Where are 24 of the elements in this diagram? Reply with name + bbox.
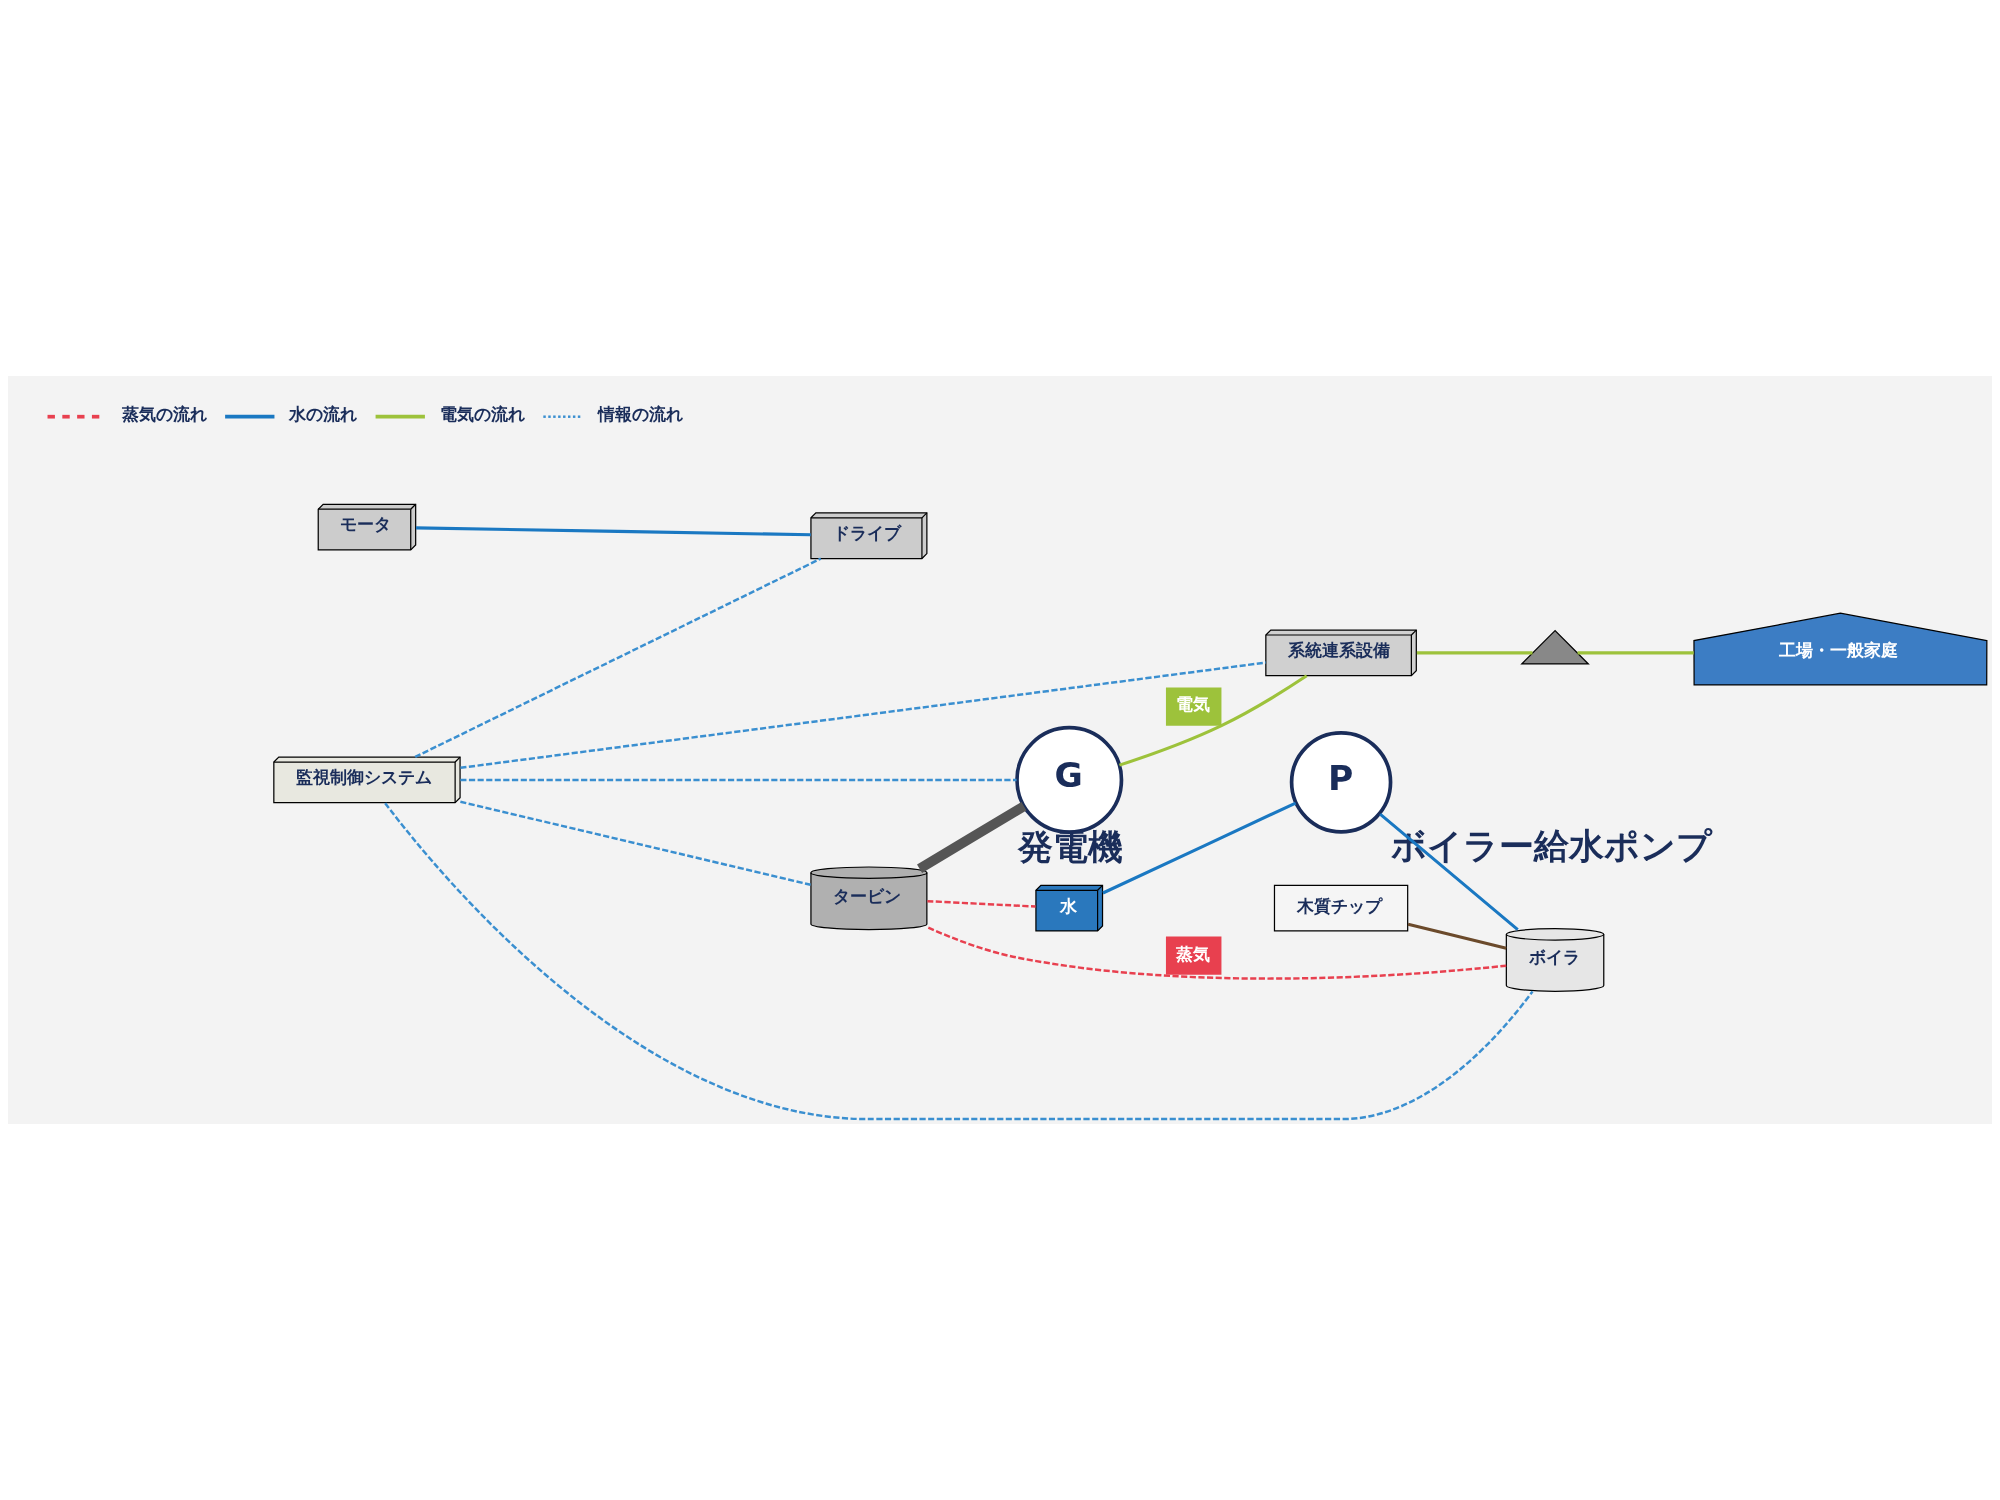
connector — [416, 526, 811, 537]
connector — [384, 802, 1534, 1121]
legend-label: 電気の流れ — [439, 404, 525, 425]
connector — [1102, 801, 1297, 895]
legend-label: 水の流れ — [289, 404, 358, 425]
connector — [1407, 922, 1507, 950]
legend-label: 情報の流れ — [597, 404, 683, 425]
node-circle: P — [1289, 731, 1393, 834]
edge-label: 蒸気 — [1176, 943, 1211, 964]
connector — [460, 800, 811, 886]
connector — [460, 661, 1266, 770]
connector — [1416, 651, 1533, 655]
edge-label: 電気 — [1176, 694, 1211, 715]
node-picture — [1520, 629, 1590, 665]
connector — [1118, 674, 1308, 767]
connector — [926, 926, 1507, 980]
connector — [1577, 651, 1694, 655]
node-box: 木質チップ — [1273, 884, 1409, 932]
connector — [414, 557, 822, 759]
connector — [927, 899, 1036, 908]
legend-label: 蒸気の流れ — [121, 404, 207, 425]
connector — [917, 802, 1027, 873]
connector — [1379, 812, 1519, 931]
connector — [460, 778, 1017, 782]
